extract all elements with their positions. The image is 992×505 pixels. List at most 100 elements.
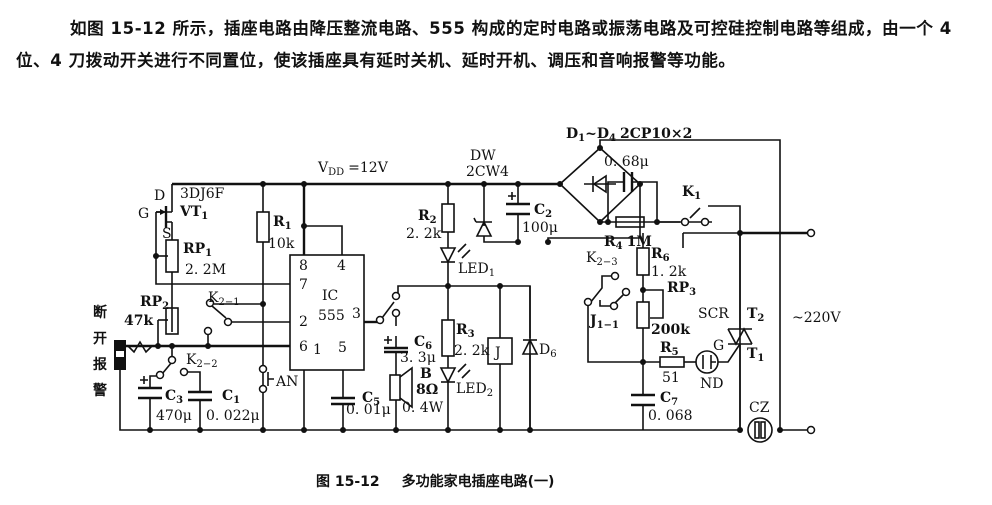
figure-title: 多功能家电插座电路(一): [401, 474, 555, 490]
c5-name-label: C5: [362, 390, 380, 408]
socket-cz: [747, 417, 773, 443]
rp2-name-label: RP2: [140, 294, 169, 312]
capacitor-c1: [188, 390, 212, 402]
capacitor-068: [622, 172, 634, 192]
rp3-value-label: 200k: [651, 322, 690, 338]
speaker-name-label: B: [420, 366, 432, 382]
t1-label: T1: [747, 346, 764, 364]
speaker-power-label: 0. 4W: [402, 400, 444, 416]
relay-label: J: [493, 345, 501, 361]
led1-label: LED1: [458, 261, 495, 279]
k1-label: K1: [682, 184, 701, 202]
ic-name-label: IC: [322, 288, 338, 304]
diode-d6: [521, 338, 539, 430]
r3-value-label: 2. 2k: [454, 343, 490, 359]
ic-pin-2: 2: [299, 314, 308, 330]
dw-name-label: DW: [470, 148, 496, 164]
nd-label: ND: [700, 376, 723, 392]
potentiometer-rp3: [636, 301, 650, 329]
cz-label: CZ: [749, 400, 770, 416]
resistor-r1: [256, 211, 270, 243]
speaker-ohm-label: 8Ω: [416, 382, 438, 398]
rp2-value-label: 47k: [124, 313, 153, 329]
c2-name-label: C2: [534, 202, 552, 220]
d6-label: D6: [539, 342, 557, 360]
r6-value-label: 1. 2k: [651, 264, 687, 280]
relay-j: [487, 337, 513, 365]
resistor-r5: [659, 356, 685, 368]
zener-dw: [473, 217, 493, 237]
capacitor-c7: [631, 393, 655, 407]
side-label-char: 断: [93, 305, 107, 321]
c1-value-label: 0. 022μ: [206, 408, 260, 424]
resistor-r6: [636, 247, 650, 276]
vt1-d-label: D: [154, 188, 165, 204]
scr-label: SCR: [698, 306, 729, 322]
r5-name-label: R5: [660, 340, 679, 358]
k22-label: K2−2: [186, 352, 218, 370]
r2-name-label: R2: [418, 208, 437, 226]
jfet-vt1: [156, 206, 172, 228]
led2-label: LED2: [456, 381, 493, 399]
c3-value-label: 470μ: [156, 408, 192, 424]
speaker-b: [389, 366, 413, 409]
ic-pin-1: 1: [313, 342, 322, 358]
ic-pin-6: 6: [299, 339, 308, 355]
vdd-label: VDD=12V: [317, 160, 389, 178]
figure-number: 图 15-12: [316, 474, 380, 490]
alarm-plug-slot: [116, 351, 124, 357]
ic-555: [289, 254, 365, 371]
c7-name-label: C7: [660, 390, 678, 408]
r2-value-label: 2. 2k: [406, 226, 442, 242]
rp1-name-label: RP1: [183, 241, 212, 259]
led-1: [439, 243, 471, 264]
rp1-value-label: 2. 2M: [185, 262, 226, 278]
resistor-r3: [441, 319, 455, 357]
neon-ndicator-nd: [695, 350, 719, 374]
triac-scr: [727, 233, 753, 430]
an-label: AN: [275, 374, 298, 390]
side-label-char: 警: [93, 383, 107, 399]
ic-pin-8: 8: [299, 258, 308, 274]
dw-part-label: 2CW4: [466, 164, 509, 180]
scr-gate-label: G: [713, 338, 724, 354]
side-label-char: 报: [93, 357, 107, 373]
r3-name-label: R3: [456, 322, 475, 340]
intro-paragraph: 如图 15-12 所示，插座电路由降压整流电路、555 构成的定时电路或振荡电路…: [16, 19, 952, 70]
vt1-part-label: 3DJ6F: [180, 186, 225, 202]
r6-name-label: R6: [651, 246, 670, 264]
ic-pin-7: 7: [299, 277, 308, 293]
r1-value-label: 10k: [268, 236, 295, 252]
t2-label: T2: [747, 306, 764, 324]
c7-value-label: 0. 068: [648, 408, 693, 424]
ic-pin-5: 5: [338, 340, 347, 356]
vt1-g-label: G: [138, 206, 149, 222]
k21-label: K2−1: [208, 290, 240, 308]
rp3-name-label: RP3: [667, 280, 696, 298]
j11-label: J1−1: [588, 313, 619, 331]
capacitor-c5: [331, 396, 355, 406]
r5-value-label: 51: [662, 370, 680, 386]
vt1-s-label: S: [162, 226, 172, 242]
resistor-r4: [615, 216, 645, 228]
ic-pin-4: 4: [337, 258, 346, 274]
c3-name-label: C3: [165, 388, 183, 406]
capacitor-c3: [138, 376, 162, 400]
resistor-r2: [441, 203, 455, 233]
led-2: [439, 363, 471, 384]
c1-name-label: C1: [222, 388, 240, 406]
vt1-name-label: VT1: [179, 204, 208, 222]
capacitor-c2: [506, 192, 530, 216]
cap068-value-label: 0. 68μ: [604, 154, 649, 170]
switch-terminals: [155, 217, 816, 435]
r1-name-label: R1: [273, 214, 292, 232]
c5-value-label: 0. 01μ: [346, 402, 391, 418]
potentiometer-rp2: [165, 307, 179, 335]
mains-voltage-label: ~220V: [792, 310, 841, 326]
ic-part-label: 555: [318, 308, 345, 324]
bridge-rectifier-symbol: [584, 174, 616, 194]
side-label-disconnect-alarm: 断 开 报 警: [93, 300, 109, 404]
